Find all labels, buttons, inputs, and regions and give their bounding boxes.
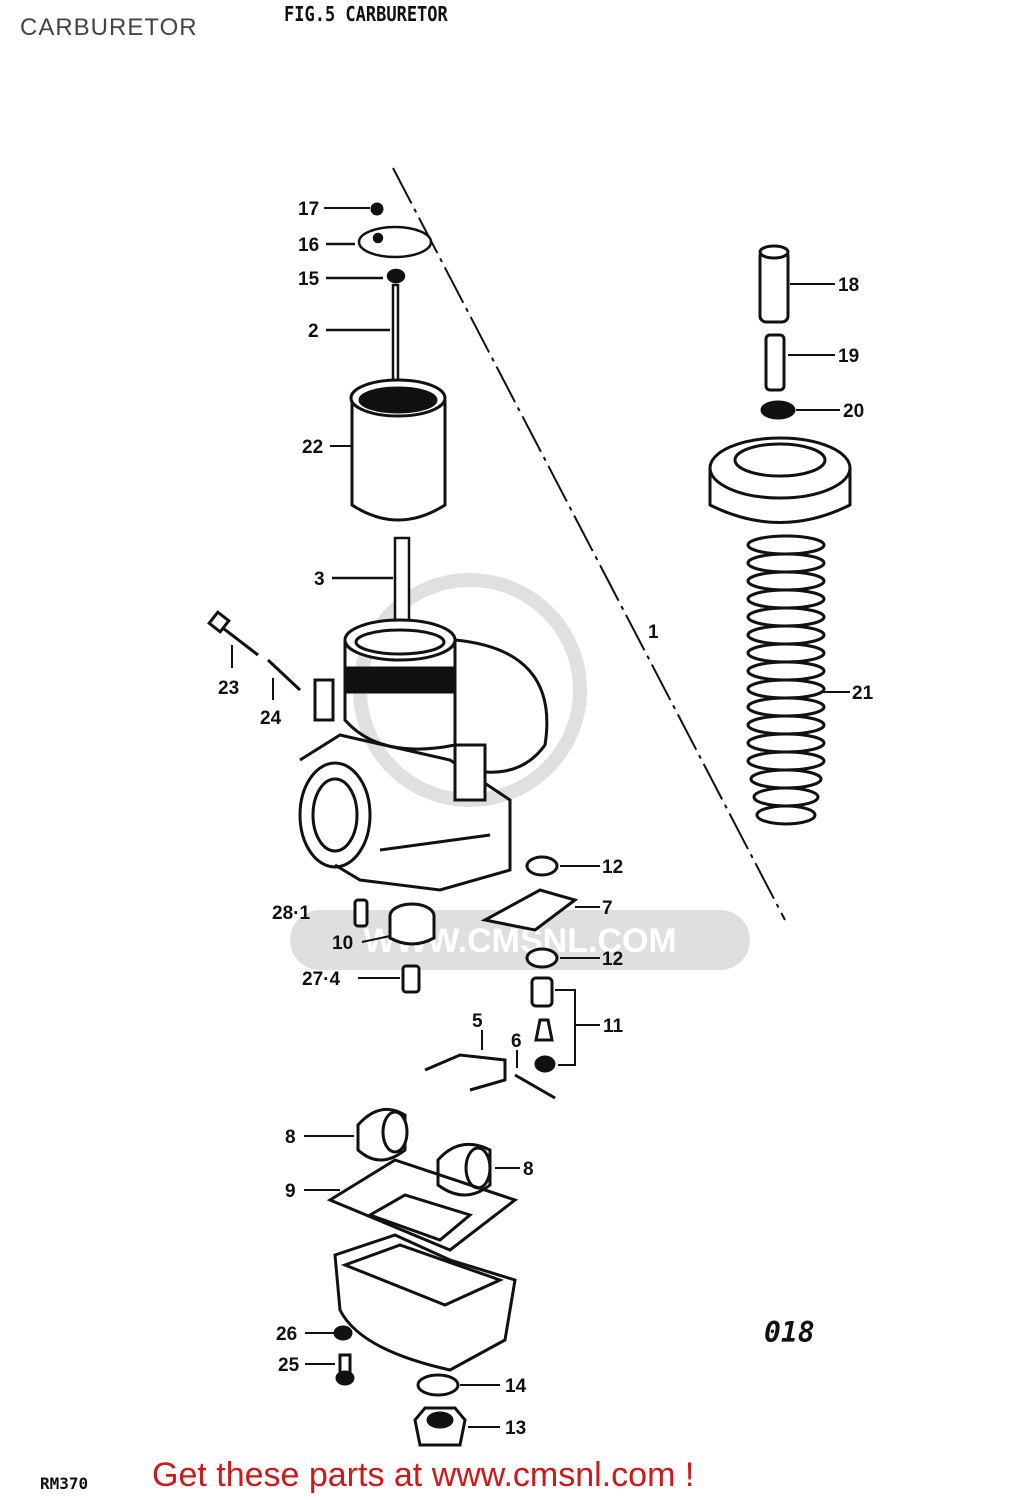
part-14-o-ring: [416, 1373, 500, 1397]
spring-coil: [746, 552, 826, 574]
part-label: 28·1: [272, 903, 310, 924]
spring-coil: [746, 588, 826, 610]
part-19-adjuster: [764, 333, 835, 392]
footer-link[interactable]: Get these parts at www.cmsnl.com !: [152, 1456, 695, 1494]
spring-coil: [746, 678, 826, 700]
part-16-plate: [326, 225, 433, 259]
part-label: 5: [472, 1011, 483, 1032]
part-9-gasket: [304, 1158, 519, 1252]
part-label: 11: [603, 1016, 624, 1037]
spring-coil: [746, 606, 826, 628]
part-8-float-left: [304, 1107, 409, 1162]
part-label: 23: [218, 678, 239, 699]
part-6-pin: [514, 1050, 556, 1100]
spring-coil: [755, 804, 817, 826]
part-23-screw: [207, 610, 259, 668]
part-24-screw: [266, 658, 302, 700]
part-18-cap: [758, 244, 835, 324]
part-label: 9: [285, 1181, 296, 1202]
figure-title: FIG.5 CARBURETOR: [284, 2, 448, 26]
part-label: 2: [308, 321, 319, 342]
part-22-throttle-valve: [330, 378, 447, 522]
part-7-plate: [480, 888, 600, 932]
part-3-needle-jet: [332, 536, 411, 640]
part-label: 19: [838, 346, 859, 367]
part-label: 24: [260, 708, 282, 729]
part-label: 27·4: [302, 969, 340, 990]
part-label: 10: [332, 933, 353, 954]
part-label: 25: [278, 1355, 300, 1376]
part-label: 7: [602, 898, 613, 919]
spring-coil: [746, 750, 826, 772]
part-label: 12: [602, 857, 623, 878]
part-27-main-jet: [358, 964, 421, 994]
spring-coil: [746, 534, 826, 556]
part-10-float-valve-seat: [361, 902, 436, 946]
part-label: 20: [843, 401, 864, 422]
part-label: 6: [511, 1031, 522, 1052]
part-label: 18: [838, 275, 859, 296]
float-bowl: [333, 1233, 517, 1372]
part-label: 16: [298, 235, 319, 256]
part-12-washer-upper: [525, 855, 600, 877]
part-label: 17: [298, 199, 319, 220]
part-12-washer-lower: [525, 947, 600, 969]
model-code: RM370: [40, 1474, 89, 1493]
spring-coil: [746, 732, 826, 754]
part-label: 8: [523, 1159, 534, 1180]
part-25-screw: [305, 1353, 355, 1386]
part-labels: 17 16 15 2 22 3 23 24 18 19 20 1 21 12 7…: [218, 199, 874, 1439]
mixing-chamber-cap: [708, 436, 852, 524]
part-20-washer: [760, 400, 840, 420]
part-label: 26: [276, 1324, 297, 1345]
drawing-code: 018: [764, 1316, 815, 1349]
part-label: 1: [648, 622, 659, 643]
spring-coil: [746, 642, 826, 664]
part-8-float-right: [436, 1142, 520, 1197]
part-label: 14: [505, 1376, 527, 1397]
part-11-jet-assembly: [530, 976, 600, 1073]
part-17-screw: [324, 202, 384, 216]
spring-coil: [746, 570, 826, 592]
part-21-spring: [746, 534, 826, 826]
part-label: 13: [505, 1418, 526, 1439]
spring-coil: [746, 714, 826, 736]
spring-coil: [746, 660, 826, 682]
part-label: 21: [852, 683, 874, 704]
spring-coil: [752, 786, 820, 808]
carburetor-body: [298, 618, 549, 892]
part-15-clip: [326, 268, 406, 284]
part-label: 15: [298, 269, 320, 290]
spring-coil: [749, 768, 823, 790]
leader-line-1: [392, 167, 786, 921]
part-26-washer: [305, 1325, 353, 1341]
part-label: 8: [285, 1127, 296, 1148]
page-title: CARBURETOR: [20, 14, 198, 41]
spring-coil: [746, 624, 826, 646]
spring-coil: [746, 696, 826, 718]
part-5-float-arm: [424, 1030, 507, 1092]
part-label: 12: [602, 949, 623, 970]
part-label: 3: [314, 569, 325, 590]
part-13-drain-plug: [413, 1406, 500, 1447]
part-28-jet: [353, 898, 369, 928]
part-label: 22: [302, 437, 323, 458]
